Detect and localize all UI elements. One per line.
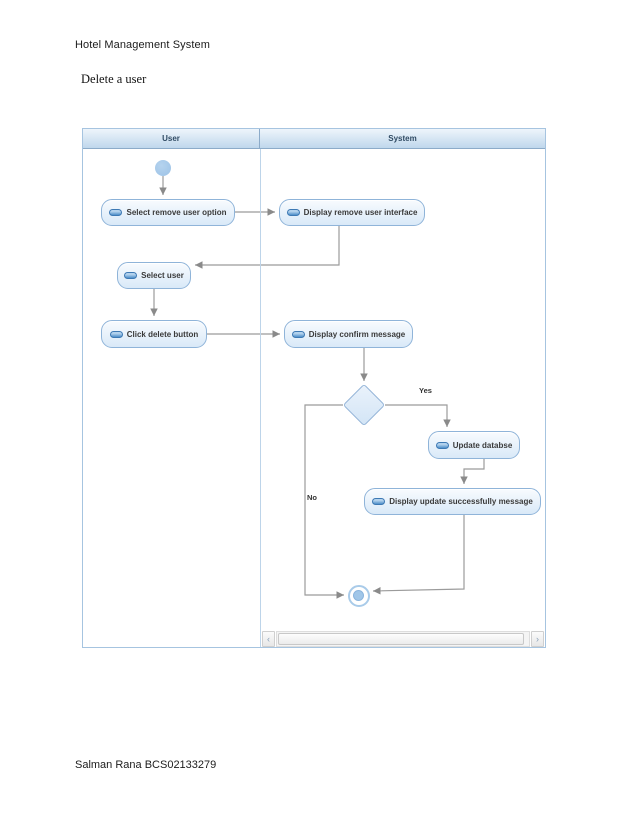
page-footer-author: Salman Rana BCS02133279: [75, 759, 217, 771]
activity-label: Display confirm message: [308, 329, 406, 339]
action-pill-icon: [109, 330, 123, 338]
action-pill-icon: [286, 209, 300, 216]
lane-headers: User System: [83, 129, 545, 149]
scroll-left-button[interactable]: ‹: [262, 631, 275, 647]
lane-header-system: System: [260, 129, 545, 148]
action-pill-icon: [435, 441, 449, 449]
final-node-dot: [353, 590, 364, 601]
activity-label: Click delete button: [126, 329, 199, 339]
edge-update-db-to-display-update: [460, 459, 485, 484]
activity-update-database[interactable]: Update databse: [428, 431, 520, 459]
final-node-bullseye[interactable]: [348, 585, 370, 607]
activity-label: Display remove user interface: [303, 208, 418, 217]
activity-select-user[interactable]: Select user: [117, 262, 191, 289]
scrollbar-track[interactable]: [276, 631, 530, 647]
diagram-h-scrollbar[interactable]: ‹ ›: [262, 631, 544, 647]
scrollbar-thumb[interactable]: [278, 633, 524, 645]
chevron-right-icon: ›: [536, 633, 539, 644]
activity-label: Select user: [141, 271, 184, 280]
page-header-title: Hotel Management System: [75, 39, 210, 51]
activity-diagram-frame: User System Select remove user option Di…: [82, 128, 546, 648]
activity-label: Select remove user option: [126, 208, 227, 217]
activity-display-confirm-message[interactable]: Display confirm message: [284, 320, 413, 348]
action-pill-icon: [372, 498, 386, 505]
action-pill-icon: [109, 209, 123, 216]
activity-label: Update databse: [452, 440, 513, 450]
edge-label-yes: Yes: [419, 386, 432, 395]
scroll-right-button[interactable]: ›: [531, 631, 544, 647]
lane-header-user: User: [83, 129, 260, 148]
activity-click-delete-button[interactable]: Click delete button: [101, 320, 207, 348]
decision-diamond[interactable]: [342, 383, 386, 427]
lane-divider: [260, 149, 261, 647]
action-pill-icon: [124, 272, 138, 279]
activity-display-remove-user-interface[interactable]: Display remove user interface: [279, 199, 425, 226]
chevron-left-icon: ‹: [267, 633, 270, 644]
activity-display-update-success-message[interactable]: Display update successfully message: [364, 488, 541, 515]
activity-label: Display update successfully message: [389, 497, 533, 506]
edge-display-update-to-final: [372, 515, 465, 595]
diagram-title: Delete a user: [81, 72, 147, 86]
activity-select-remove-user-option[interactable]: Select remove user option: [101, 199, 235, 226]
edge-label-no: No: [307, 493, 317, 502]
edge-decision-yes-to-update-db: [385, 404, 451, 427]
edge-display-remove-to-select-user: [195, 226, 340, 269]
action-pill-icon: [291, 330, 305, 338]
initial-node-circle[interactable]: [155, 160, 171, 176]
